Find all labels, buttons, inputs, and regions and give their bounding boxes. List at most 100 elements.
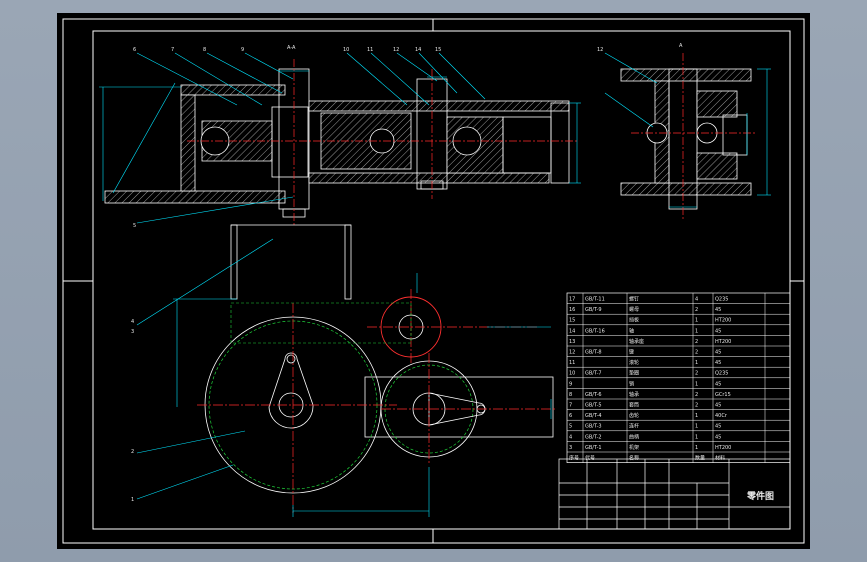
bom-cell: 1 [695,381,698,387]
bom-cell: 连杆 [629,423,639,430]
bom-cell: 15 [569,318,575,324]
bom-header-cell: 名称 [629,455,639,462]
side-section-mark: A [679,43,683,49]
bom-cell: 8 [569,392,572,398]
title-block [558,458,791,530]
side-centerlines [631,53,757,219]
bom-cell: 45 [715,434,721,440]
drawing-sheet: 6 7 8 9 10 11 12 14 15 5 A-A [57,13,810,549]
bom-cell: 45 [715,307,721,313]
section-mark-aa: A-A [287,45,296,51]
bom-cell: 14 [569,328,575,334]
leader-label-11: 11 [367,47,373,53]
bom-cell: 2 [695,403,698,409]
leader-label-15: 15 [435,47,441,53]
leader-label-6: 6 [133,47,136,53]
bom-cell: 挡板 [629,317,639,324]
bom-cell: 轴承 [629,391,639,398]
bom-cell: 45 [715,403,721,409]
bom-cell: GB/T-5 [585,403,602,409]
leader-label-9: 9 [241,47,244,53]
bom-cell: 45 [715,350,721,356]
bom-header-cell: 序号 [569,455,579,462]
mech-leader-label-1: 1 [131,497,134,503]
bom-header-cell: 材料 [715,455,725,462]
bom-cell: 45 [715,360,721,366]
bom-cell: 螺母 [629,306,639,313]
bom-cell: 1 [695,445,698,451]
bom-cell: 4 [695,297,698,303]
bom-cell: HT200 [715,318,731,324]
bom-cell: GCr15 [715,392,731,398]
bom-cell: 4 [569,434,572,440]
bom-cell: 1 [695,328,698,334]
bom-cell: GB/T-7 [585,371,602,377]
bom-header-cell: 数量 [695,455,705,462]
bom-cell: 17 [569,297,575,303]
mech-leader-label-4: 4 [131,319,134,325]
bom-cell: 齿轮 [629,412,639,419]
bom-cell: HT200 [715,445,731,451]
hidden-outline [230,302,412,344]
bom-cell: 12 [569,350,575,356]
bom-cell: 16 [569,307,575,313]
crank-pin [286,354,296,364]
top-dimensions [99,52,581,224]
bom-cell: 1 [695,434,698,440]
outer-frame [62,18,805,544]
leader-label-14: 14 [415,47,421,53]
bom-cell: 11 [569,360,575,366]
bom-cell: 45 [715,424,721,430]
bom-cell: 销 [629,380,634,387]
leader-label-12: 12 [393,47,399,53]
bom-cell: 40Cr [715,413,728,419]
bom-cell: 机架 [629,444,639,451]
bom-cell: GB/T-16 [585,328,605,334]
bom-cell: 2 [695,339,698,345]
side-dimensions [604,52,771,208]
top-section-view [104,68,570,218]
bom-cell: 10 [569,371,575,377]
bom-cell: GB/T-9 [585,307,602,313]
bom-cell: GB/T-11 [585,297,605,303]
bom-cell: 1 [695,318,698,324]
bom-cell: GB/T-1 [585,445,602,451]
bom-cell: 螺钉 [629,296,639,303]
top-leader-labels: 6 7 8 9 10 11 12 14 15 5 A-A [133,45,441,229]
bom-cell: 6 [569,413,572,419]
bom-cell: 5 [569,424,572,430]
mech-leader-label-3: 3 [131,329,134,335]
mechanism-centerlines [197,289,557,513]
bom-cell: GB/T-4 [585,413,602,419]
bom-cell: 2 [695,350,698,356]
bom-cell: 滚轮 [629,359,639,366]
bom-cell: 45 [715,328,721,334]
leader-label-5: 5 [133,223,136,229]
bom-cell: 垫圈 [629,370,639,377]
bom-cell: 曲柄 [629,433,639,440]
bom-cell: 套筒 [629,402,639,409]
bom-cell: 1 [695,424,698,430]
leader-label-10: 10 [343,47,349,53]
bom-cell: GB/T-3 [585,424,602,430]
bom-cell: Q235 [715,371,728,377]
side-section-view [620,68,752,210]
bom-header-cell: 代号 [585,455,595,462]
top-centerlines [187,59,577,227]
mechanism-dimensions [136,238,552,517]
inner-frame [92,30,791,530]
bom-cell: 13 [569,339,575,345]
cad-drawing: 6 7 8 9 10 11 12 14 15 5 A-A [62,18,805,544]
bom-cell: GB/T-6 [585,392,602,398]
bom-cell: HT200 [715,339,731,345]
bom-cell: 2 [695,371,698,377]
bom-cell: 45 [715,381,721,387]
crank-arm [268,352,314,429]
drawing-title: 零件图 [746,490,774,502]
side-leader-label-13: 12 [597,47,603,53]
bom-cell: 2 [695,392,698,398]
leader-label-7: 7 [171,47,174,53]
bom-cell: 3 [569,445,572,451]
bom-cell: Q235 [715,297,728,303]
